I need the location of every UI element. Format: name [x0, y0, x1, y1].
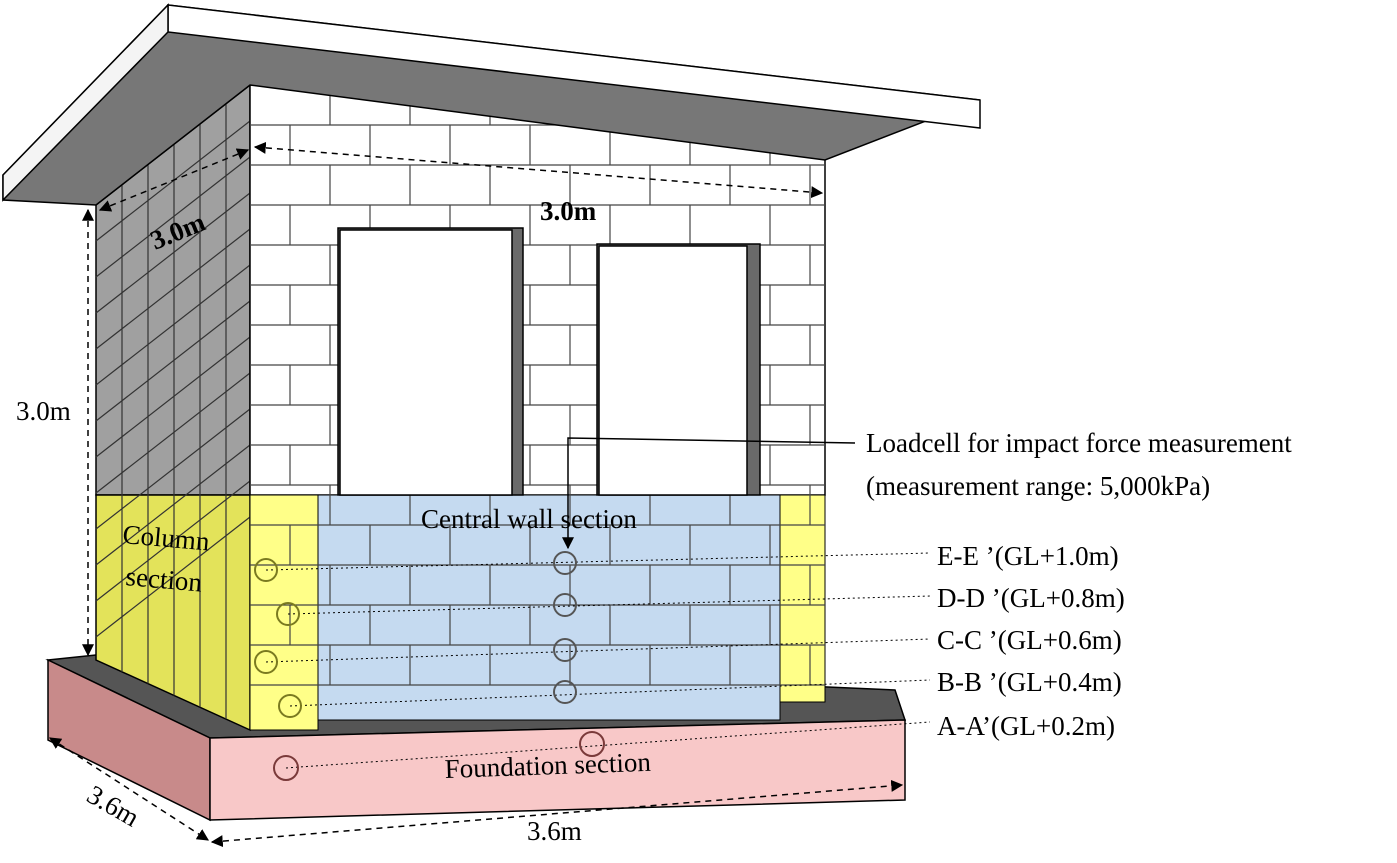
loadcell-foundation-2	[579, 731, 605, 757]
level-label-b: B-B ’(GL+0.4m)	[937, 667, 1122, 697]
front-wall-central-section	[317, 494, 781, 721]
base-width-label: 3.6m	[527, 816, 582, 846]
loadcell-callout	[562, 437, 856, 550]
loadcell-callout-line	[562, 437, 856, 550]
loadcell-column-d	[276, 602, 300, 626]
front-wall	[249, 84, 826, 731]
side-wall-brick-lines	[95, 103, 251, 720]
central-wall-section-label: Central wall section	[421, 504, 637, 534]
roof-left-edge	[2, 3, 169, 202]
level-line-c	[265, 638, 931, 663]
loadcell-wall-d	[553, 593, 577, 617]
depth-dimension-line	[98, 148, 250, 212]
loadcell-wall-e	[553, 551, 577, 575]
loadcell-label-line2: (measurement range: 5,000kPa)	[866, 471, 1210, 501]
loadcells	[254, 551, 605, 781]
loadcell-column-b	[278, 694, 302, 718]
height-label: 3.0m	[16, 396, 71, 426]
loadcell-label-line1: Loadcell for impact force measurement	[866, 428, 1292, 458]
level-lines	[265, 552, 931, 769]
base-depth-label: 3.6m	[82, 779, 144, 832]
loadcell-foundation-1	[273, 755, 299, 781]
window-left	[339, 229, 513, 496]
front-wall-left-column	[249, 494, 319, 731]
front-wall-right-column	[779, 494, 826, 703]
level-label-c: C-C ’(GL+0.6m)	[937, 625, 1122, 655]
level-line-b	[289, 679, 931, 707]
level-label-a: A-A’(GL+0.2m)	[937, 711, 1115, 741]
roof-width-label: 3.0m	[540, 196, 597, 226]
window-right	[598, 245, 748, 496]
loadcell-column-c	[254, 650, 278, 674]
loadcell-wall-b	[553, 680, 577, 704]
width-dimension-line	[253, 141, 824, 199]
level-line-d	[287, 595, 931, 615]
foundation-section-label: Foundation section	[444, 747, 652, 784]
loadcell-column-e	[254, 558, 278, 582]
loadcell-wall-c	[553, 638, 577, 662]
level-label-e: E-E ’(GL+1.0m)	[937, 541, 1119, 571]
roof	[2, 3, 981, 206]
level-label-d: D-D ’(GL+0.8m)	[937, 583, 1125, 613]
level-line-e	[265, 552, 931, 571]
base-width-dimension-line	[210, 779, 904, 848]
dimension-lines	[48, 141, 904, 848]
column-section-label-line2: section	[124, 561, 203, 598]
base-depth-dimension-line	[48, 737, 210, 841]
